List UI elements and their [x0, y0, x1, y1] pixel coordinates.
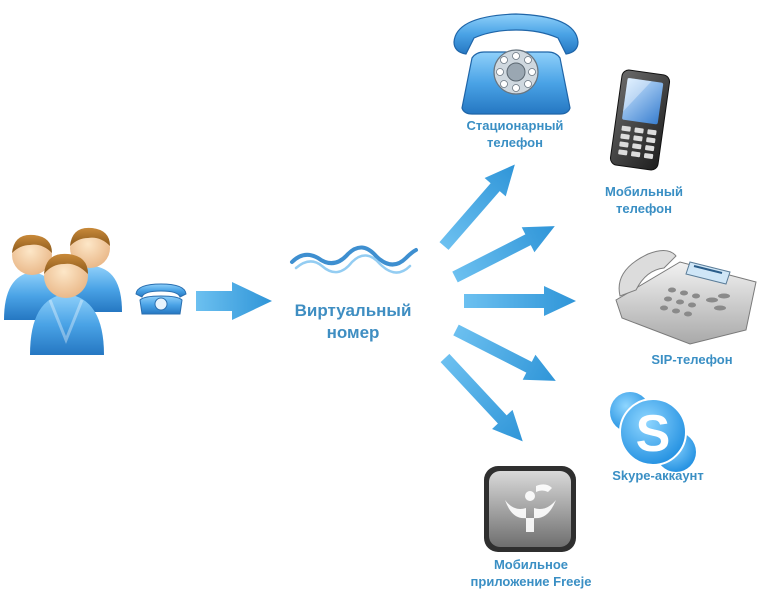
freeje-label: Мобильное приложение Freeje [450, 557, 612, 591]
sip-label-line1: SIP-телефон [651, 352, 733, 367]
freeje-label-line1: Мобильное [493, 557, 569, 572]
sip-phone-icon [615, 250, 757, 345]
arrow-to-virtual-number [196, 282, 272, 320]
mobile-label: Мобильный телефон [586, 184, 702, 218]
skype-label: Skype-аккаунт [596, 468, 720, 485]
svg-text:S: S [636, 405, 671, 463]
mobile-label-line1: Мобильный [605, 184, 683, 199]
mobile-label-line2: телефон [616, 200, 672, 216]
wave-logo-icon [290, 245, 418, 274]
virtual-number-label: Виртуальный номер [282, 300, 424, 344]
rotary-phone-icon [453, 13, 579, 115]
caller-phone-icon [135, 283, 187, 315]
skype-icon: S [610, 392, 696, 472]
users-group-icon [4, 227, 122, 355]
fan-arrows [439, 164, 576, 442]
landline-label-line2: телефон [487, 134, 543, 150]
skype-label-line1: Skype-аккаунт [612, 468, 704, 483]
freeje-app-icon [484, 466, 576, 552]
sip-label: SIP-телефон [636, 352, 748, 369]
arrow-to-sip [464, 286, 576, 316]
arrow-to-skype [453, 324, 556, 381]
virtual-number-line1: Виртуальный [294, 301, 412, 320]
landline-label-line1: Стационарный [466, 118, 564, 133]
landline-label: Стационарный телефон [452, 118, 578, 152]
arrow-to-mobile [452, 226, 555, 283]
mobile-phone-icon [609, 69, 671, 171]
arrow-to-freeje [440, 353, 523, 442]
freeje-label-line2: приложение Freeje [470, 573, 592, 589]
virtual-number-line2: номер [326, 323, 380, 343]
arrow-to-landline [439, 164, 515, 250]
